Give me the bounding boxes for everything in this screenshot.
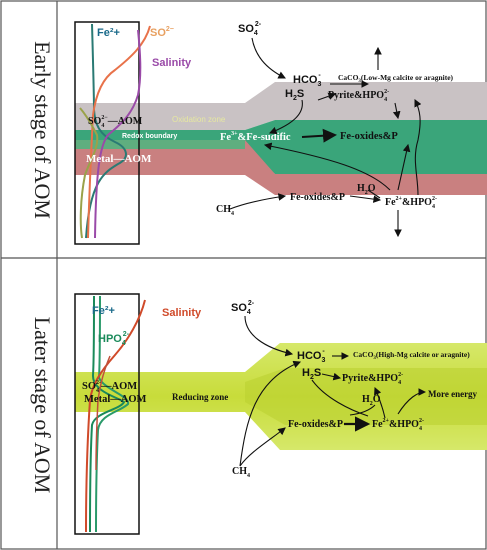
later-h2o-species: H2O (362, 394, 381, 407)
red-zone-band (75, 140, 487, 195)
redox-boundary-band (75, 140, 245, 149)
later-profile-box (74, 293, 140, 535)
later-so4-species: SO42- (231, 300, 255, 316)
arrow-h2s-to-pyrite (317, 92, 337, 101)
later-inner-curve (95, 355, 111, 471)
early-fe2-label: Fe²+ (97, 27, 120, 39)
arrow-later-h2s-to-pyrite (321, 372, 342, 381)
early-title: Early stage of AOM (30, 41, 55, 219)
oxidation-zone-label: Oxidation zone (172, 115, 226, 124)
arrow-fe2-to-fe3 (263, 142, 391, 191)
later-arrows (239, 315, 427, 467)
later-hpo4-label: HPO42- (98, 331, 130, 347)
arrow-h2s-to-fe3 (268, 99, 303, 135)
later-fe2-label: Fe²+ (92, 305, 115, 317)
arrow-later-fe2-to-pyrite (374, 386, 386, 419)
later-pyrite-species: Pyrite&HPO42- (342, 372, 403, 386)
early-caco3-species: CaCO3(Low-Mg calcite or aragnite) (338, 73, 454, 84)
later-hpo4-curve (95, 295, 129, 533)
early-so4-curve (87, 25, 151, 239)
early-olive-curve (79, 107, 99, 239)
early-fe-oxides-p-species: Fe-oxides&P (340, 131, 398, 142)
early-so4-species: SO42- (238, 21, 262, 37)
early-fe2-hpo4-species: Fe2+&HPO42- (385, 196, 437, 210)
arrow-ch4-to-fe-oxides (229, 193, 287, 210)
early-hco3-species: HCO3- (293, 72, 321, 88)
later-fe2-curve (89, 295, 126, 533)
early-profile-box (74, 21, 140, 245)
early-metal-aom-label: Metal—AOM (86, 153, 152, 165)
reducing-zone-inner (245, 368, 487, 425)
green-zone-band (75, 120, 487, 174)
arrow-later-ch4-to-fe-oxides (239, 427, 286, 467)
early-fe2-curve (85, 23, 127, 239)
later-ch4-species: CH4 (232, 466, 250, 479)
arrow-later-so4-to-hco3 (244, 315, 294, 357)
arrow-so4-to-hco3 (251, 37, 286, 79)
early-so4-aom-label: SO42−—AOM (88, 115, 143, 129)
later-panel: Later stage of AOM Fe²+ Salinity HPO42- … (30, 293, 487, 535)
early-pyrite-species: Pyrite&HPO42- (328, 89, 389, 103)
early-h2o-species: H2O (357, 183, 376, 196)
early-salinity-curve (94, 29, 142, 239)
arrow-fe3-to-fe-oxides (301, 128, 337, 143)
arrow-later-h2s-link (311, 379, 369, 417)
more-energy-label: More energy (428, 389, 478, 399)
early-panel: Early stage of AOM Fe²+ SO2− Salinity SO… (30, 21, 487, 245)
later-fe2-hpo4-species: Fe2+&HPO42- (372, 418, 424, 432)
arrow-pyrite-down (392, 102, 401, 120)
redox-boundary-label: Redox boundary (122, 133, 177, 140)
arrow-later-h2o-link (349, 404, 376, 416)
arrow-later-fe2-to-energy (397, 388, 427, 415)
later-caco3-species: CaCO3(High-Mg calcite or aragnite) (353, 350, 470, 361)
arrow-fe-oxides-to-fe2 (349, 195, 382, 203)
later-fe-oxides-p-species: Fe-oxides&P (288, 419, 343, 430)
arrow-fe2-to-fe-oxides (397, 143, 411, 191)
later-h2s-species: H2S (302, 367, 321, 381)
later-title: Later stage of AOM (30, 317, 55, 494)
later-metal-aom-label: Metal—AOM (84, 394, 146, 405)
arrow-h2o-link (367, 189, 381, 199)
oxidation-zone-band (75, 82, 487, 130)
early-so4-profile-label: SO2− (150, 26, 174, 39)
later-salinity-curve (85, 299, 146, 533)
arrow-fe2-to-pyrite (414, 99, 422, 196)
later-hco3-species: HCO3- (297, 348, 325, 364)
early-fe3-species: Fe3+&Fe-sudific (220, 131, 291, 143)
early-ch4-species: CH4 (216, 204, 234, 217)
early-h2s-species: H2S (285, 88, 304, 102)
reducing-zone-label: Reducing zone (172, 392, 228, 402)
early-fe-oxides-p2-species: Fe-oxides&P (290, 192, 345, 203)
arrow-later-ch4-to-hco3 (239, 360, 302, 467)
early-salinity-label: Salinity (152, 57, 192, 69)
later-so4-aom-label: SO42-—AOM (82, 380, 137, 394)
later-salinity-label: Salinity (162, 307, 202, 319)
early-arrows (229, 37, 422, 238)
